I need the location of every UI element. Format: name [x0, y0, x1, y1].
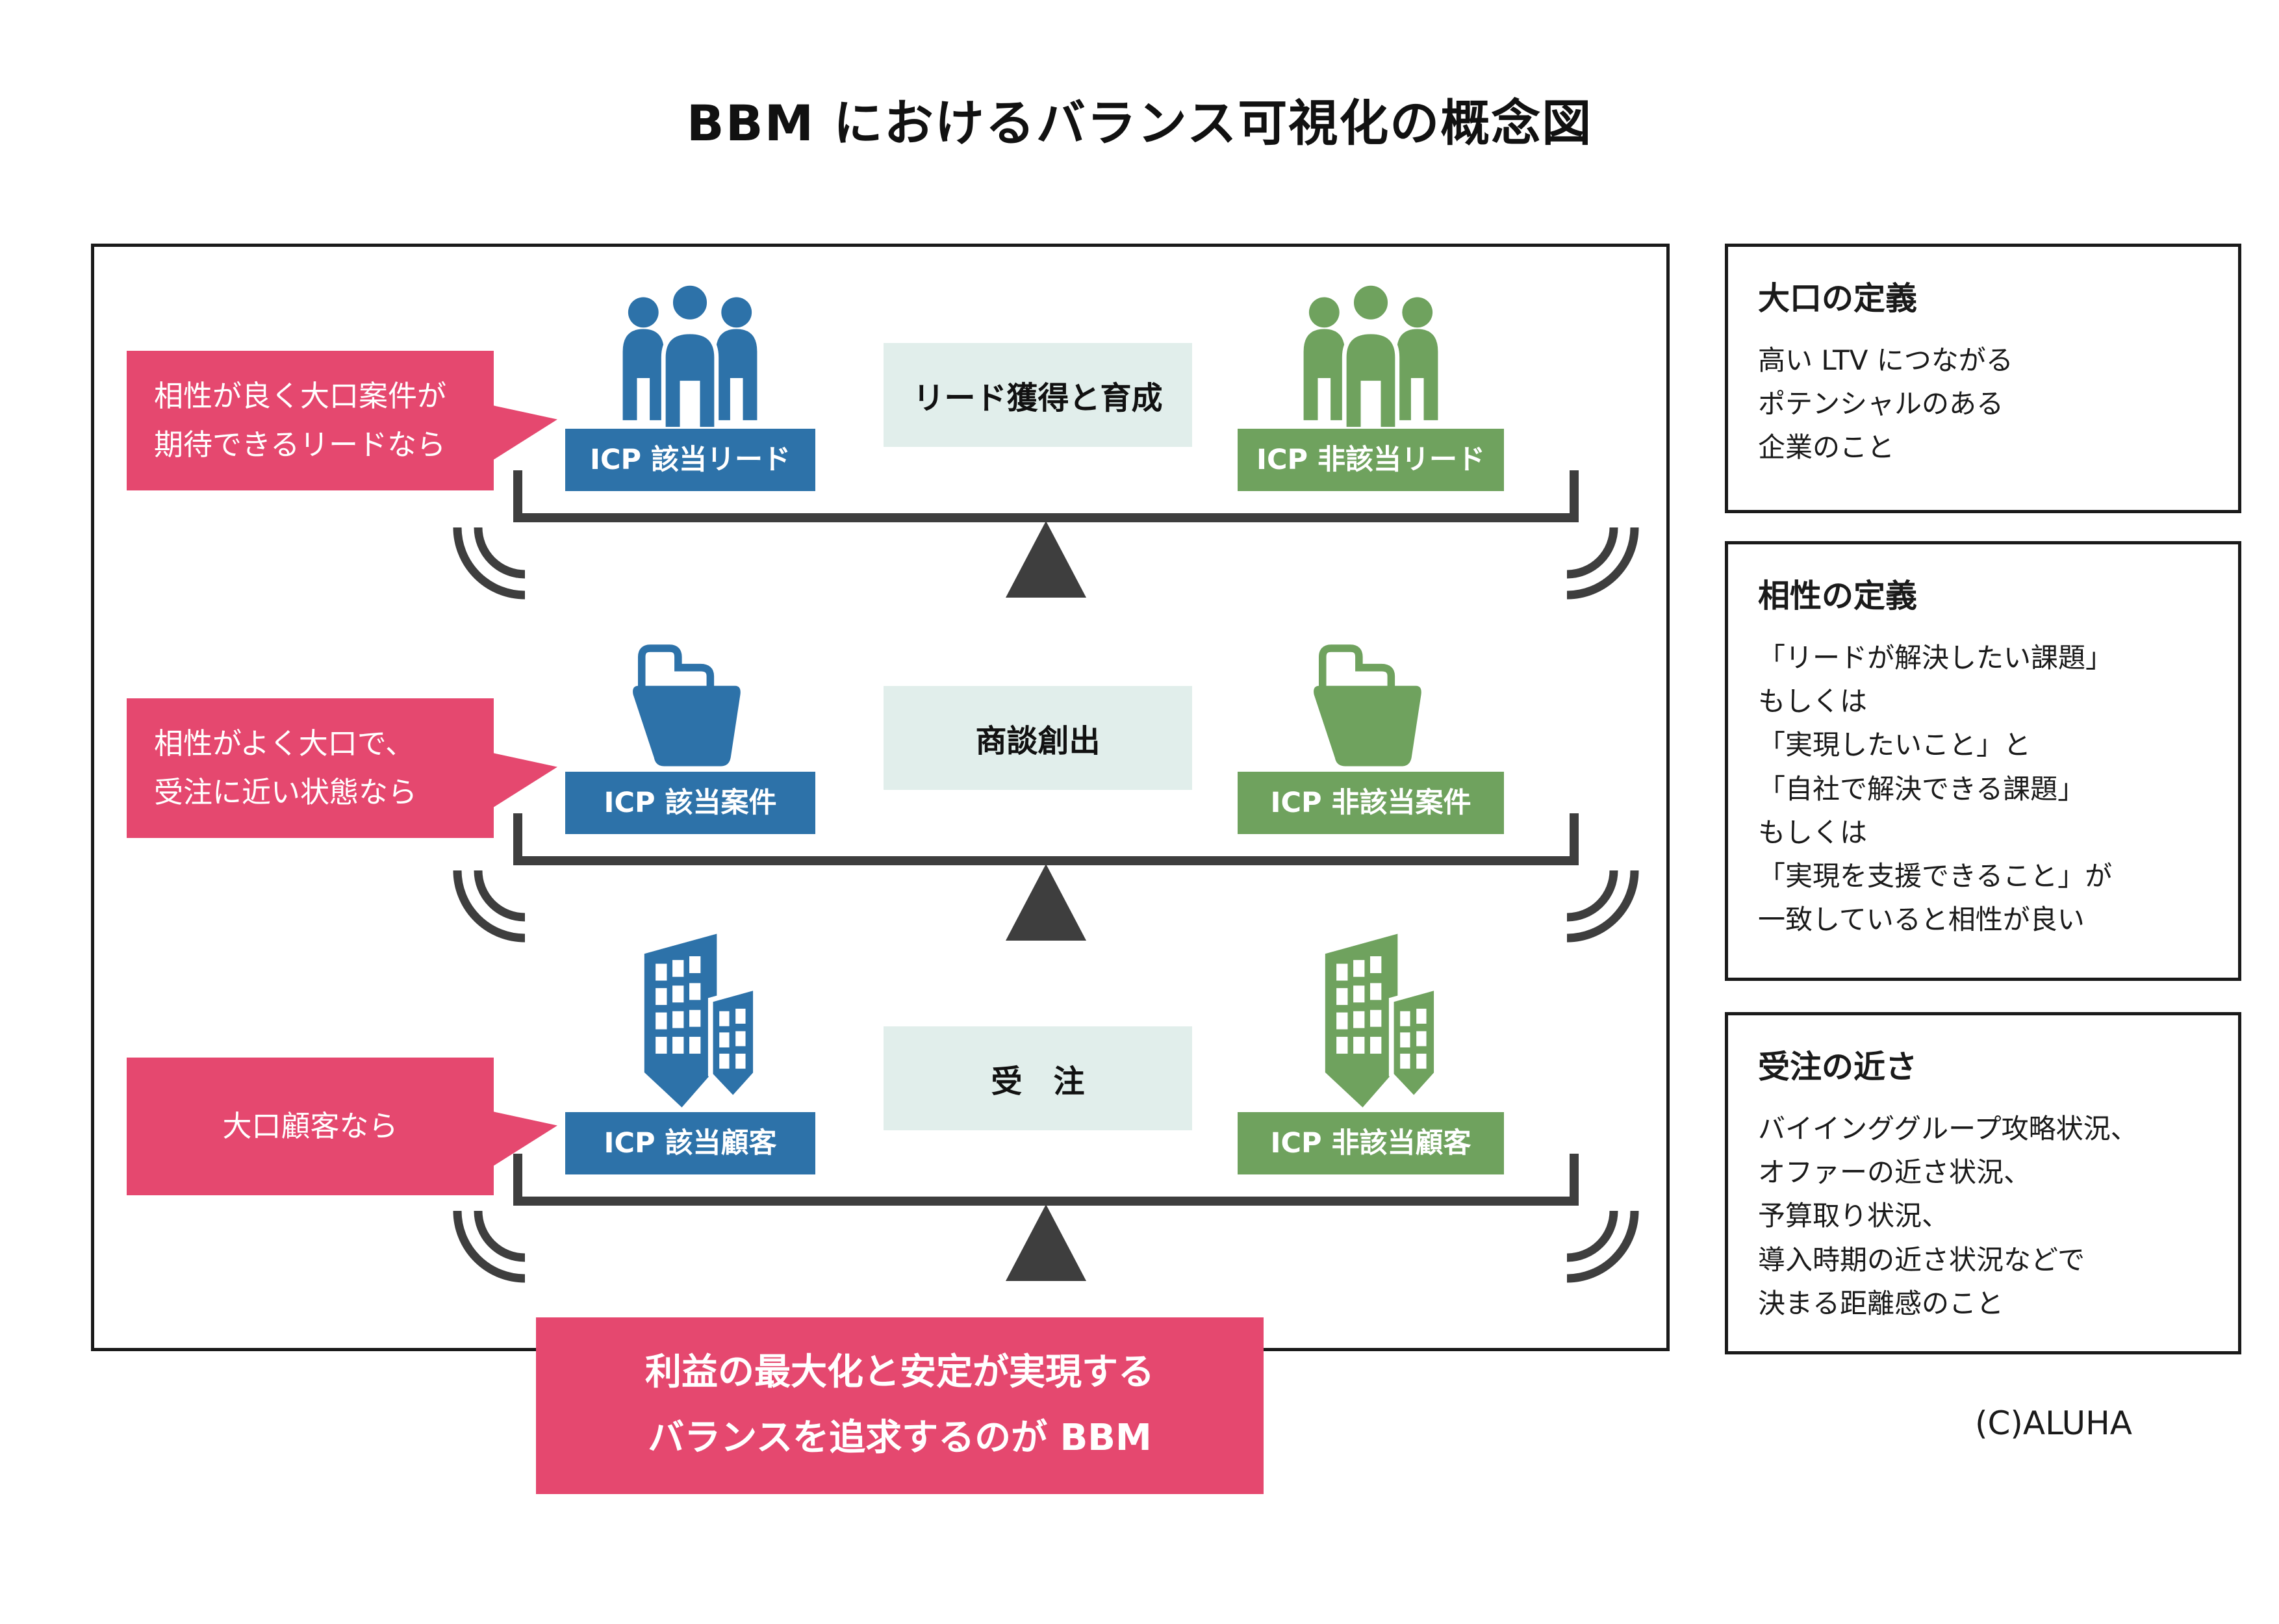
- beam-end-left: [513, 813, 522, 857]
- definition-box-order-proximity: 受注の近さ バイインググループ攻略状況、 オファーの近さ状況、 予算取り状況、 …: [1725, 1012, 2241, 1354]
- icp-nonmatch-customer-label: ICP 非該当顧客: [1238, 1112, 1504, 1174]
- buildings-icon: [573, 924, 807, 1119]
- callout-customer-condition: 大口顧客なら: [127, 1058, 494, 1195]
- definition-box-large-account: 大口の定義 高い LTV につながる ポテンシャルのある 企業のこと: [1725, 244, 2241, 513]
- swing-arcs-left-icon: [448, 1199, 533, 1284]
- definition-box-compatibility: 相性の定義 「リードが解決したい課題」 もしくは 「実現したいこと」と 「自社で…: [1725, 541, 2241, 981]
- swing-arcs-right-icon: [1559, 1199, 1644, 1284]
- callout-lead-condition: 相性が良く大口案件が 期待できるリードなら: [127, 351, 494, 490]
- icp-nonmatch-deal-label: ICP 非該当案件: [1238, 772, 1504, 834]
- beam-end-left: [513, 470, 522, 514]
- fulcrum-triangle: [1006, 521, 1086, 598]
- conclusion-banner: 利益の最大化と安定が実現する バランスを追求するのが BBM: [536, 1317, 1264, 1494]
- copyright-text: (C)ALUHA: [1975, 1404, 2132, 1442]
- stage-label: 商談創出: [884, 686, 1192, 790]
- definition-title: 大口の定義: [1758, 280, 1918, 317]
- icp-match-deal-label: ICP 該当案件: [565, 772, 815, 834]
- balance-beam: [513, 856, 1579, 865]
- definition-body: 高い LTV につながる ポテンシャルのある 企業のこと: [1758, 344, 2013, 464]
- beam-end-left: [513, 1154, 522, 1198]
- callout-deal-condition: 相性がよく大口で、 受注に近い状態なら: [127, 698, 494, 838]
- fulcrum-triangle: [1006, 1204, 1086, 1281]
- beam-end-right: [1570, 470, 1579, 514]
- definition-body: 「リードが解決したい課題」 もしくは 「実現したいこと」と 「自社で解決できる課…: [1758, 642, 2113, 936]
- stage-label: リード獲得と育成: [884, 343, 1192, 447]
- beam-end-right: [1570, 813, 1579, 857]
- definition-body: バイインググループ攻略状況、 オファーの近さ状況、 予算取り状況、 導入時期の近…: [1758, 1113, 2138, 1319]
- icp-match-customer-label: ICP 該当顧客: [565, 1112, 815, 1174]
- definition-title: 受注の近さ: [1758, 1048, 1918, 1085]
- stage-label: 受 注: [884, 1026, 1192, 1130]
- definition-title: 相性の定義: [1758, 577, 1918, 615]
- fulcrum-triangle: [1006, 864, 1086, 941]
- icp-nonmatch-lead-label: ICP 非該当リード: [1238, 429, 1504, 491]
- balance-beam: [513, 1197, 1579, 1206]
- buildings-icon: [1254, 924, 1488, 1119]
- page-title: BBM におけるバランス可視化の概念図: [686, 94, 1593, 152]
- beam-end-right: [1570, 1154, 1579, 1198]
- balance-beam: [513, 513, 1579, 522]
- icp-match-lead-label: ICP 該当リード: [565, 429, 815, 491]
